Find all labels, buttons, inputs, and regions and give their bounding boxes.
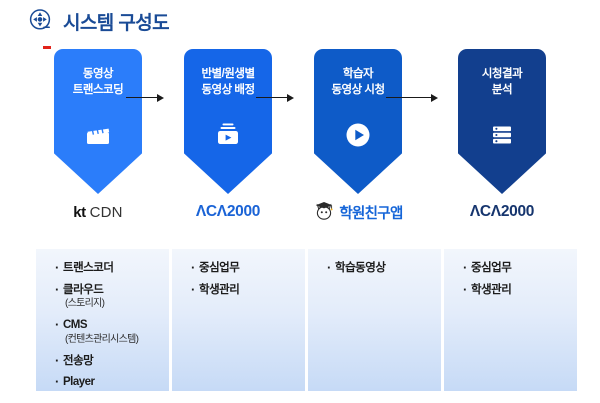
step-card-watching[interactable]: 학습자 동영상 시청	[314, 49, 402, 194]
list-item-label: 트랜스코더	[63, 262, 114, 274]
arrow-head	[156, 93, 164, 102]
brand-cdn-label: CDN	[89, 203, 123, 221]
arrow-step2-to-step3	[256, 92, 294, 103]
list-item-label: 중심업무	[199, 262, 240, 274]
list-item: 학생관리	[463, 282, 577, 298]
list-item-label: 클라우드	[63, 283, 104, 296]
list-item-label: 학생관리	[471, 283, 512, 296]
graduation-cat-mascot-icon	[313, 200, 335, 225]
video-playlist-icon	[213, 120, 243, 150]
step-card-assignment[interactable]: 반별/원생별 동영상 배정	[184, 49, 272, 194]
flow-step-1[interactable]: 동영상 트랜스코딩 kt CDN	[33, 42, 163, 242]
list-item-label: Player	[63, 376, 95, 389]
list-item: 트랜스코더	[55, 260, 169, 276]
detail-panels: 트랜스코더 클라우드 (스토리지) CMS (컨텐츠관리시스템) 전송망 Pla…	[0, 249, 600, 391]
page-header: 시스템 구성도	[0, 0, 600, 42]
arrow-shaft	[386, 96, 431, 99]
list-item-label: CMS	[63, 319, 88, 332]
arrow-step1-to-step2	[126, 92, 164, 103]
brand-aca2000-dark: ΛCΛ2000	[437, 201, 567, 223]
brand-kt-cdn: kt CDN	[33, 46, 163, 223]
list-item-sublabel: (스토리지)	[65, 298, 105, 310]
list-item: 학습동영상	[327, 260, 441, 276]
arrow-step3-to-step4	[386, 92, 438, 103]
list-item-sublabel: (컨텐츠관리시스템)	[65, 333, 139, 345]
arrow-head	[286, 93, 294, 102]
step-title: 시청결과 분석	[481, 68, 523, 96]
page-title: 시스템 구성도	[63, 12, 170, 34]
server-list-icon	[487, 120, 517, 150]
detail-panel-4: 중심업무 학생관리	[444, 249, 577, 391]
brand-hagwon-app: 학원친구앱	[293, 201, 423, 223]
list-item: 학생관리	[191, 282, 305, 298]
brand-hagwon-app-label: 학원친구앱	[339, 205, 403, 222]
detail-list-2: 중심업무 학생관리	[172, 260, 305, 298]
film-reel-icon	[28, 8, 54, 34]
brand-kt-label: kt	[73, 203, 86, 221]
list-item-label: 중심업무	[471, 262, 512, 274]
list-item: 중심업무	[463, 260, 577, 276]
detail-panel-1: 트랜스코더 클라우드 (스토리지) CMS (컨텐츠관리시스템) 전송망 Pla…	[36, 249, 169, 391]
list-item: 전송망	[55, 353, 169, 369]
brand-aca2000-label: ΛCΛ2000	[195, 203, 261, 220]
step-title: 학습자 동영상 시청	[331, 68, 385, 96]
flow-diagram: 동영상 트랜스코딩 kt CDN 반별/원생별 동영상 배정	[0, 42, 600, 242]
detail-list-3: 학습동영상	[308, 260, 441, 276]
flow-step-4[interactable]: 시청결과 분석 ΛCΛ2000	[437, 42, 567, 242]
arrow-head	[430, 93, 438, 102]
list-item-label: 학생관리	[199, 283, 240, 296]
list-item: CMS (컨텐츠관리시스템)	[55, 317, 169, 347]
list-item-label: 전송망	[63, 354, 94, 367]
step-card-analysis[interactable]: 시청결과 분석	[458, 49, 546, 194]
step-title: 동영상 트랜스코딩	[72, 68, 124, 96]
detail-list-1: 트랜스코더 클라우드 (스토리지) CMS (컨텐츠관리시스템) 전송망 Pla…	[36, 260, 169, 391]
brand-aca2000-light: ΛCΛ2000	[163, 201, 293, 223]
flow-step-2[interactable]: 반별/원생별 동영상 배정 ΛCΛ2000	[163, 42, 293, 242]
step-title: 반별/원생별 동영상 배정	[201, 68, 255, 96]
detail-panel-3: 학습동영상	[308, 249, 441, 391]
arrow-shaft	[126, 96, 157, 99]
list-item: 클라우드 (스토리지)	[55, 282, 169, 312]
flow-step-3[interactable]: 학습자 동영상 시청	[293, 42, 423, 242]
detail-panel-2: 중심업무 학생관리	[172, 249, 305, 391]
play-circle-icon	[343, 120, 373, 150]
brand-aca2000-label: ΛCΛ2000	[469, 203, 535, 220]
clapperboard-icon	[83, 120, 113, 150]
list-item-label: 학습동영상	[335, 262, 386, 274]
kt-accent-bar	[42, 46, 51, 49]
list-item: Player	[55, 374, 169, 390]
detail-list-4: 중심업무 학생관리	[444, 260, 577, 298]
step-card-transcoding[interactable]: 동영상 트랜스코딩	[54, 49, 142, 194]
arrow-shaft	[256, 96, 287, 99]
list-item: 중심업무	[191, 260, 305, 276]
